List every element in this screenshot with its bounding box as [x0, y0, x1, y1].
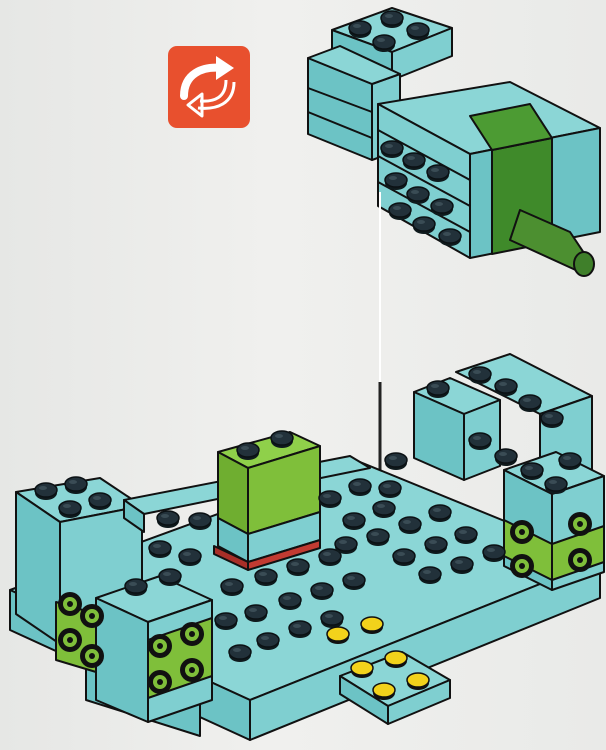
main-assembly	[10, 354, 604, 740]
